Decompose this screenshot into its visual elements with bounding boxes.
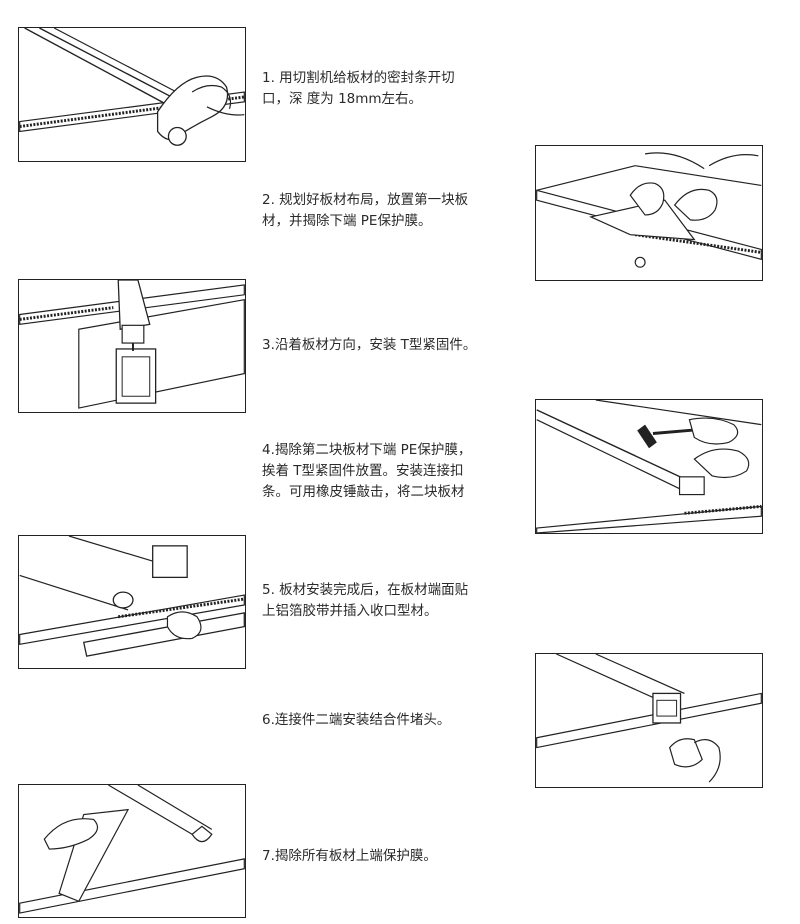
- end-cap-illustration: [535, 653, 763, 788]
- step-4-text: 4.揭除第二块板材下端 PE保护膜， 挨着 T型紧固件放置。安装连接扣 条。可用…: [262, 442, 472, 500]
- cutting-machine-illustration: [18, 27, 246, 162]
- top-film-illustration: [18, 784, 246, 918]
- step-2-text: 2. 规划好板材布局，放置第一块板 材，并揭除下端 PE保护膜。: [262, 192, 469, 229]
- step-6-text: 6.连接件二端安装结合件堵头。: [262, 712, 451, 728]
- step-3-text: 3.沿着板材方向，安装 T型紧固件。: [262, 337, 477, 353]
- peel-film-illustration: [535, 145, 763, 281]
- rubber-hammer-illustration: [535, 399, 763, 534]
- step-7-text: 7.揭除所有板材上端保护膜。: [262, 848, 437, 864]
- drill-fastener-illustration: [18, 279, 246, 413]
- foil-tape-illustration: [18, 535, 246, 669]
- step-1-text: 1. 用切割机给板材的密封条开切 口，深 度为 18mm左右。: [262, 70, 455, 107]
- step-5-text: 5. 板材安装完成后，在板材端面贴 上铝箔胶带并插入收口型材。: [262, 582, 469, 619]
